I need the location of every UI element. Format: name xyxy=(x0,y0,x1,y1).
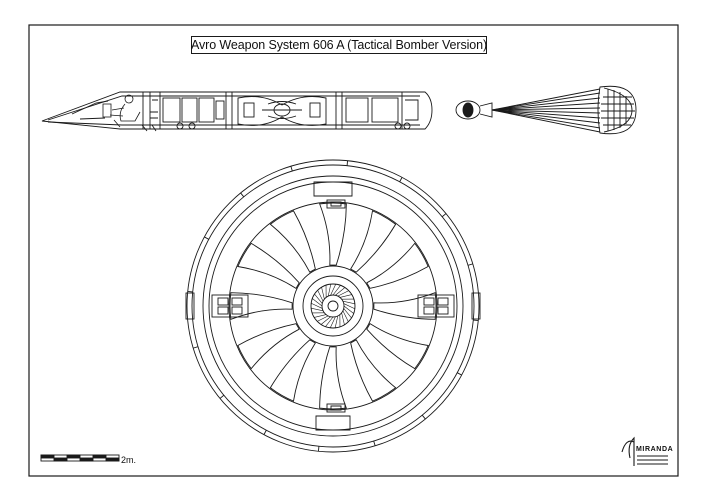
disc-spoke xyxy=(366,242,429,289)
fan-blade xyxy=(312,298,323,307)
rim-tick xyxy=(421,414,426,420)
engine-hub xyxy=(292,265,374,347)
rim-tick xyxy=(193,346,199,349)
disc-spoke xyxy=(350,339,397,402)
fan-blade xyxy=(343,303,355,310)
rim-tick xyxy=(441,213,447,218)
fan-blade xyxy=(329,316,336,328)
rim-tick xyxy=(373,440,376,446)
disc-spoke xyxy=(229,292,293,320)
rim-tick xyxy=(467,263,473,266)
fan-blade xyxy=(325,316,334,327)
fan-blade xyxy=(339,294,352,298)
signature-text: MIRANDA xyxy=(636,446,674,453)
fan-blade xyxy=(317,290,324,302)
rim-tick xyxy=(263,430,267,435)
port-engine-pod xyxy=(185,292,249,320)
fan-blade xyxy=(320,316,331,325)
side-view-fuselage xyxy=(41,91,433,132)
fan-blade xyxy=(330,284,337,296)
fan-blade xyxy=(342,310,349,322)
disc-spoke xyxy=(350,210,397,273)
fan-blade xyxy=(335,287,346,296)
fan-blades xyxy=(311,284,355,328)
drawing-frame xyxy=(28,24,679,477)
fan-blade xyxy=(334,315,339,328)
disc-spoke xyxy=(319,346,347,410)
disc-spoke xyxy=(373,292,437,320)
disc-spoke xyxy=(319,202,347,266)
forward-bay xyxy=(313,181,353,209)
drawing-title-box: Avro Weapon System 606 A (Tactical Bombe… xyxy=(191,36,487,54)
starboard-engine-pod xyxy=(417,292,481,320)
disc-spoke xyxy=(237,323,300,370)
fan-blade xyxy=(337,290,349,297)
rim-tick xyxy=(290,166,293,172)
fan-blade xyxy=(317,315,329,322)
aft-bay xyxy=(315,403,351,431)
drogue-parachute xyxy=(455,85,637,135)
disc-spoke xyxy=(269,339,316,402)
drawing-title: Avro Weapon System 606 A (Tactical Bombe… xyxy=(190,38,488,52)
disc-spoke xyxy=(366,323,429,370)
rim-tick xyxy=(240,192,245,198)
scale-bar xyxy=(40,454,120,462)
rim-tick xyxy=(204,236,209,240)
rim-tick xyxy=(219,394,225,399)
rim-tick xyxy=(457,372,462,376)
fan-blade xyxy=(311,307,324,312)
fan-blade xyxy=(311,302,323,309)
disc-spokes xyxy=(229,202,437,410)
fan-blade xyxy=(342,300,355,305)
disc-spoke xyxy=(237,242,300,289)
fan-blade xyxy=(314,293,323,304)
fan-blade xyxy=(332,285,341,296)
fan-blade xyxy=(343,308,352,319)
rim-tick xyxy=(399,177,403,182)
top-view-disc xyxy=(185,159,481,453)
rim-segment-ticks xyxy=(187,160,479,452)
fan-blade xyxy=(321,287,325,300)
disc-spoke xyxy=(269,210,316,273)
fan-blade xyxy=(343,305,354,314)
pilot-figure xyxy=(102,94,141,128)
artist-signature-logo xyxy=(621,436,668,466)
fan-blade xyxy=(327,284,332,297)
scale-bar-label: 2m. xyxy=(121,455,137,465)
fan-blade xyxy=(341,312,345,325)
fan-blade xyxy=(314,314,327,318)
